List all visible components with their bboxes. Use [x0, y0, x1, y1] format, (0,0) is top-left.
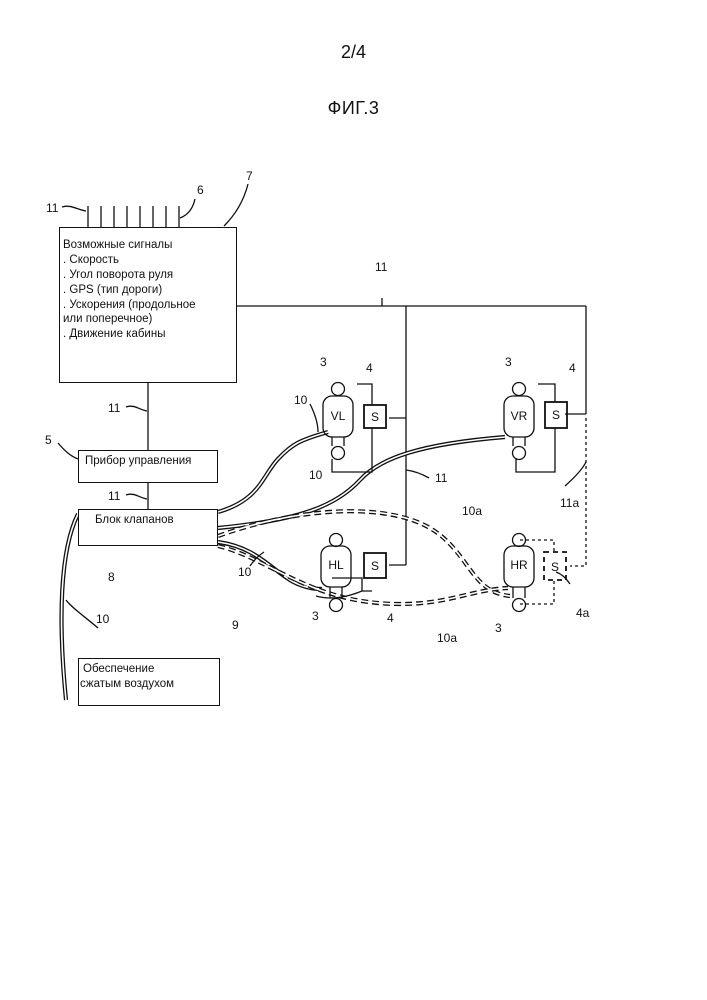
ref-11-mid: 11 [108, 402, 120, 414]
input-pins [88, 206, 179, 228]
sensor-vr-label: S [545, 409, 567, 421]
leader-6 [180, 199, 195, 218]
signal-item: . GPS (тип дороги) [63, 283, 162, 298]
unit-hr-shape [504, 534, 534, 612]
ref-10a-bot: 10a [437, 632, 457, 644]
ref-10-left: 10 [96, 613, 109, 625]
signal-item: . Скорость [63, 253, 119, 268]
leader-10-vl [310, 404, 318, 432]
sensor-hl-label: S [364, 560, 386, 572]
signal-item: . Угол поворота руля [63, 268, 173, 283]
sensor-vl-label: S [364, 411, 386, 423]
leader-11-right [406, 470, 429, 478]
ref-4-vl: 4 [366, 362, 373, 374]
ref-8: 8 [108, 571, 115, 583]
ref-9: 9 [232, 619, 239, 631]
unit-hl-label: HL [321, 559, 351, 571]
valve-block-label: Блок клапанов [95, 513, 174, 528]
leader-10-left [66, 600, 98, 628]
ref-4a: 4a [576, 607, 589, 619]
leader-11-top [62, 206, 86, 211]
ref-11-bus: 11 [375, 261, 387, 273]
leader-11-low [126, 494, 147, 499]
signal-item: . Ускорения (продольное [63, 298, 196, 313]
unit-hl-shape [321, 534, 351, 612]
ref-10a-top: 10a [462, 505, 482, 517]
sensor-hr-label: S [544, 561, 566, 573]
air-supply-line2: сжатым воздухом [80, 677, 174, 692]
ref-3-vl: 3 [320, 356, 327, 368]
unit-vr-label: VR [504, 410, 534, 422]
unit-vl-label: VL [323, 410, 353, 422]
ref-11-right: 11 [435, 472, 447, 484]
ref-3-hr: 3 [495, 622, 502, 634]
ref-4-hl: 4 [387, 612, 394, 624]
air-supply-line1: Обеспечение [83, 662, 154, 677]
control-unit-label: Прибор управления [85, 454, 191, 469]
signal-item: . Движение кабины [63, 327, 165, 342]
signals-title: Возможные сигналы [63, 238, 172, 253]
ref-10-low: 10 [238, 566, 251, 578]
unit-hr-label: HR [504, 559, 534, 571]
leader-11-mid [126, 406, 147, 411]
ref-6: 6 [197, 184, 204, 196]
ref-4-vr: 4 [569, 362, 576, 374]
ref-11a: 11a [560, 497, 579, 509]
leader-5 [58, 443, 78, 459]
ref-3-vr: 3 [505, 356, 512, 368]
ref-10-vl: 10 [294, 394, 307, 406]
signal-item: или поперечное) [63, 312, 152, 327]
leader-7 [224, 184, 248, 226]
leader-11a [565, 462, 586, 486]
ref-5: 5 [45, 434, 52, 446]
ref-7: 7 [246, 170, 253, 182]
ref-11-low: 11 [108, 490, 120, 502]
ref-3-hl: 3 [312, 610, 319, 622]
dashed-line-11a [570, 418, 586, 566]
ref-10-mid: 10 [309, 469, 322, 481]
ref-11-top: 11 [46, 202, 58, 214]
